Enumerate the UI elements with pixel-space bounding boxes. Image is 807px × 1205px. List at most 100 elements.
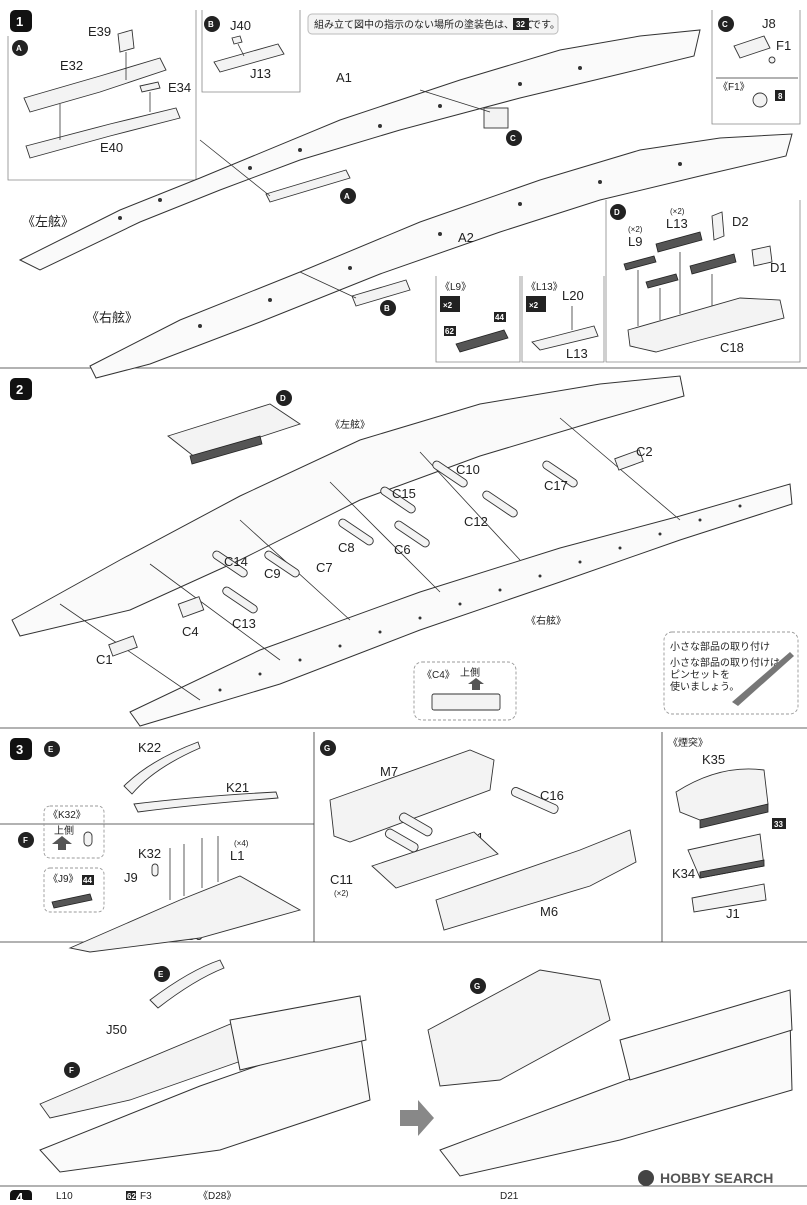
part-j1-shape (691, 883, 767, 913)
part-l13-label: L13 (666, 216, 688, 231)
step-3-badge (10, 738, 32, 760)
part-d1-shape (751, 245, 773, 267)
part-c8-label: C8 (338, 540, 355, 555)
subassembly-d: D (×2) L9 (×2) L13 D2 D1 C18 (605, 200, 801, 363)
part-c16-label: C16 (540, 788, 564, 803)
hull-a2-holes (198, 162, 682, 328)
hull-a2: A2 《右舷》 B (86, 133, 793, 379)
svg-text:B: B (384, 304, 390, 313)
k32-up-arrow-icon (52, 836, 72, 850)
l9-color-a-badge (444, 326, 456, 336)
j9-detail-title: 《J9》 (48, 873, 79, 885)
part-j50-label: J50 (106, 1022, 127, 1037)
l9-detail-title: 《L9》 (440, 281, 471, 293)
part-k1-shape (371, 831, 499, 889)
part-c1-shape (108, 635, 138, 657)
part-l9-label: L9 (628, 234, 642, 249)
svg-text:F: F (69, 1066, 74, 1075)
part-e34-label: E34 (168, 80, 191, 95)
boat-l13-b (689, 253, 737, 275)
l9-qty: ×2 (443, 301, 453, 310)
part-c2-label: C2 (636, 444, 653, 459)
part-m7-shape (329, 749, 495, 843)
marker-a-label: A (16, 44, 22, 53)
part-c5-shape (68, 875, 302, 953)
part-j40-label: J40 (230, 18, 251, 33)
part-k35-label: K35 (702, 752, 725, 767)
part-c17-shape (542, 460, 578, 488)
c4-detail-title: 《C4》 (422, 669, 455, 681)
part-m6-label: M6 (540, 904, 558, 919)
l13-qty-badge (526, 296, 546, 312)
step2-deck-d (167, 403, 302, 459)
watermark: HOBBY SEARCH (638, 1170, 773, 1186)
tip-title: 小さな部品の取り付け (670, 640, 770, 653)
part-j13-label: J13 (250, 66, 271, 81)
paint-note-color-code: 32 (516, 20, 525, 29)
step-1-section: 1 組み立て図中の指示のない場所の塗装色は、全て 32 です。 A E39 E3… (0, 10, 807, 379)
marker-g (320, 740, 336, 756)
part-c15-label: C15 (392, 486, 416, 501)
l9-color-b-badge (494, 312, 506, 322)
marker-c (718, 16, 734, 32)
marker-d-label: D (614, 208, 620, 217)
part-k22-shape (123, 741, 201, 795)
c4-detail-box: 《C4》 上側 (413, 661, 517, 721)
marker-g-assembly (470, 978, 486, 994)
part-c12-shape (482, 490, 518, 518)
boat-l9-a (623, 255, 657, 271)
l9-color-a: 62 (445, 327, 454, 336)
step-4-section: 4 L10 62 F3 《D28》 D21 (0, 1185, 807, 1205)
part-l13-detail-label: L13 (566, 346, 588, 361)
assembly-right-superstructure (619, 989, 793, 1081)
paint-note-suffix: です。 (531, 19, 560, 31)
part-e32-shape (23, 57, 167, 113)
assembly-g-shape (427, 969, 611, 1087)
part-j8-shape (733, 35, 771, 59)
paint-note-text: 組み立て図中の指示のない場所の塗装色は、全て (314, 18, 534, 31)
part-c9-label: C9 (264, 566, 281, 581)
funnel-band (699, 803, 769, 829)
part-c-piece (483, 107, 509, 129)
next-step-arrow-icon (400, 1100, 434, 1136)
marker-b-label: B (208, 20, 214, 29)
step-4-number: 4 (16, 1190, 24, 1200)
j9-detail-shape (51, 893, 93, 909)
hull-a1-holes (118, 66, 582, 220)
f3-color-badge (126, 1191, 136, 1200)
funnel-band-lower (699, 859, 765, 879)
step-3-section: 3 E K22 K21 F 《K32》 上側 《J9》 44 K32 J9 (×… (0, 732, 807, 1177)
assembly-left-hull (39, 1029, 371, 1173)
step2-starboard-label: 《右舷》 (526, 614, 566, 627)
j9-color-badge (82, 875, 94, 885)
part-c9-shape (264, 550, 300, 578)
part-d2-shape (711, 211, 725, 241)
part-c18-shape (627, 297, 785, 353)
part-c2-shape (614, 449, 644, 471)
svg-text:C: C (510, 134, 516, 143)
c4-up-arrow-icon (468, 678, 484, 690)
f1-color-badge (775, 90, 785, 101)
hull-a1: A1 《左舷》 C A (18, 29, 701, 271)
tip-line-3: 使いましょう。 (670, 680, 739, 693)
part-m7-label: M7 (380, 764, 398, 779)
c4-up-label: 上側 (460, 666, 480, 679)
c11-count: (×2) (334, 889, 349, 898)
c4-detail-shape (431, 693, 501, 711)
tip-box: 小さな部品の取り付け 小さな部品の取り付けは ピンセットを 使いましょう。 (663, 631, 799, 715)
funnel-title: 《煙突》 (668, 736, 708, 749)
part-c11-label: C11 (330, 872, 353, 887)
part-f3-label: F3 (140, 1191, 152, 1200)
step2-starboard-portholes (218, 504, 742, 692)
part-c11-shape-b (398, 812, 433, 837)
part-l20-label: L20 (562, 288, 584, 303)
marker-d-step2 (276, 390, 292, 406)
part-a1-label: A1 (336, 70, 352, 85)
step-3-number: 3 (16, 742, 23, 757)
part-j9-label: J9 (124, 870, 138, 885)
part-e40-shape (25, 107, 181, 159)
f3-color-code: 62 (127, 1192, 136, 1200)
part-c4-shape (177, 596, 205, 618)
part-d2-label: D2 (732, 214, 749, 229)
